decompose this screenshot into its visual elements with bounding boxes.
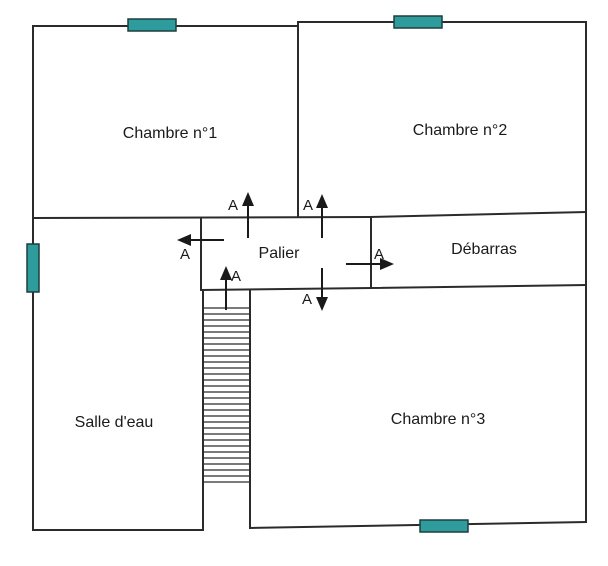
outer-wall-top-right (297, 21, 587, 523)
walls (31, 21, 588, 531)
arrow-up-stair-label: A (231, 268, 241, 285)
wall-debarras-bottom (369, 283, 588, 290)
label-debarras: Débarras (451, 241, 517, 258)
label-chambre3: Chambre n°3 (391, 411, 486, 428)
arrow-up-stair-head (220, 266, 232, 280)
window-chambre1 (127, 18, 177, 32)
staircase (204, 307, 249, 483)
wall-chambre2-bottom (368, 210, 588, 219)
label-chambre1: Chambre n°1 (123, 125, 218, 142)
outer-wall-left-top (32, 25, 299, 531)
window-salle-eau (26, 243, 40, 293)
window-chambre3 (419, 519, 469, 533)
label-palier: Palier (259, 245, 301, 262)
windows (26, 15, 469, 533)
wall-palier-bottom (199, 286, 373, 292)
label-chambre2: Chambre n°2 (413, 122, 508, 139)
arrow-down-label: A (302, 291, 312, 308)
window-chambre2 (393, 15, 443, 29)
arrow-up-2-label: A (303, 197, 313, 214)
arrow-up-2-head (316, 194, 328, 208)
section-arrows: A A A A A A (177, 192, 394, 311)
arrow-right-label: A (374, 246, 384, 263)
arrow-left-label: A (180, 246, 190, 263)
room-labels: Chambre n°1 Chambre n°2 Palier Débarras … (75, 122, 517, 431)
arrow-right-head (380, 258, 394, 270)
label-salle-eau: Salle d'eau (75, 414, 154, 431)
arrow-up-1-head (242, 192, 254, 206)
outer-wall-bottom-right (248, 520, 588, 530)
arrow-up-1-label: A (228, 197, 238, 214)
arrow-down-head (316, 297, 328, 311)
arrow-left-head (177, 234, 191, 246)
